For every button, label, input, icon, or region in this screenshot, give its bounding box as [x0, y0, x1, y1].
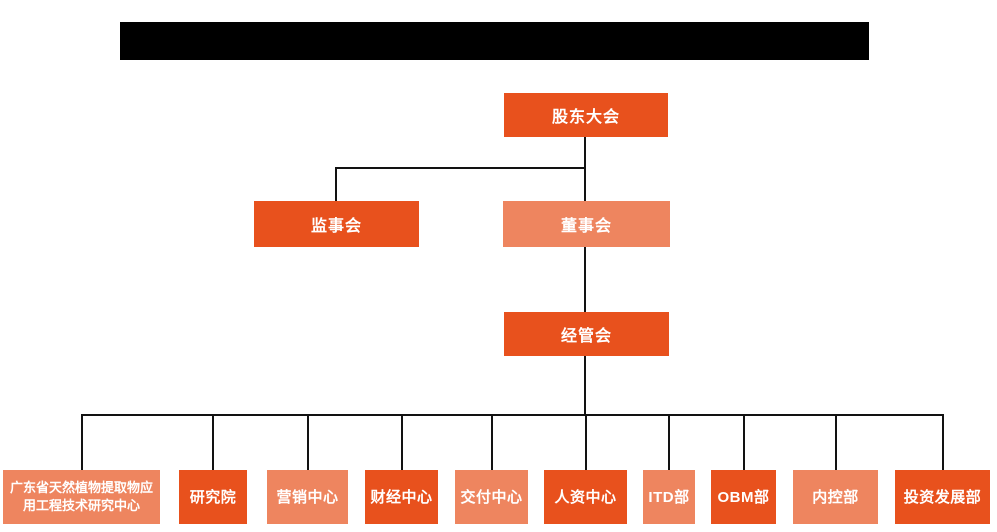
connector-line [584, 247, 586, 312]
connector-line [668, 414, 670, 470]
connector-line [335, 167, 586, 169]
connector-line [80, 414, 944, 416]
org-node-board-of-directors: 董事会 [503, 201, 670, 247]
connector-line [742, 414, 745, 470]
connector-line [584, 137, 586, 201]
connector-line [834, 414, 837, 470]
connector-line [306, 414, 309, 470]
connector-line [80, 414, 83, 470]
org-node-shareholders-meeting: 股东大会 [504, 93, 668, 137]
org-node-department: 研究院 [179, 470, 247, 524]
connector-line [584, 414, 587, 470]
org-node-department: 内控部 [793, 470, 878, 524]
org-node-department: 投资发展部 [895, 470, 990, 524]
connector-line [400, 414, 403, 470]
org-node-department: 人资中心 [544, 470, 627, 524]
org-node-department: ITD部 [643, 470, 695, 524]
org-node-department: 广东省天然植物提取物应用工程技术研究中心 [3, 470, 160, 524]
org-node-department: 交付中心 [455, 470, 528, 524]
connector-line [490, 414, 493, 470]
org-node-department: 营销中心 [267, 470, 348, 524]
redacted-title-bar [120, 22, 869, 60]
org-node-supervisory-board: 监事会 [254, 201, 419, 247]
connector-line [584, 356, 586, 416]
org-node-department: OBM部 [711, 470, 776, 524]
connector-line [335, 167, 337, 201]
connector-line [212, 414, 214, 470]
org-node-management-committee: 经管会 [504, 312, 669, 356]
org-node-department: 财经中心 [365, 470, 438, 524]
connector-line [941, 414, 944, 470]
